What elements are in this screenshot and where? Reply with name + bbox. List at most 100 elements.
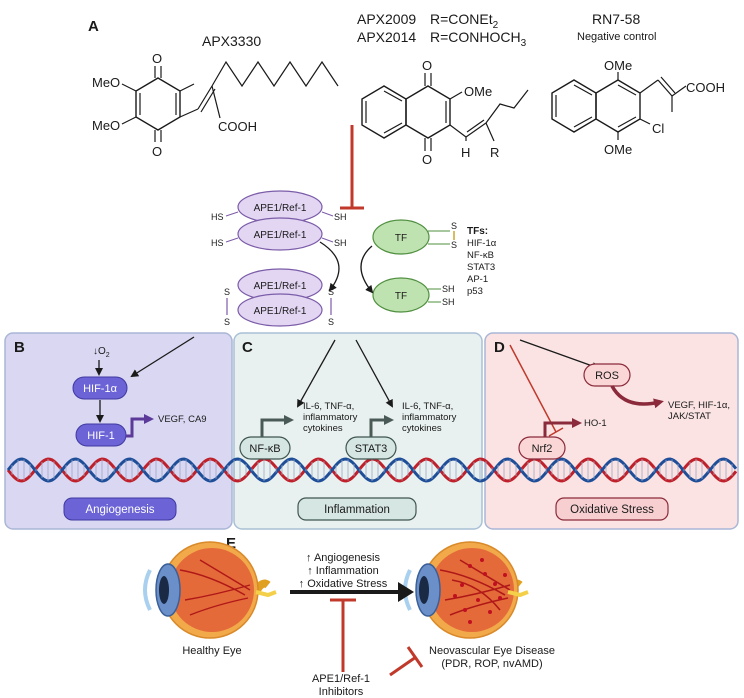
o2-label: ↓O2	[93, 346, 110, 359]
nfkb-pill	[239, 436, 291, 460]
apx2009-o-bottom: O	[422, 152, 432, 167]
apx2009-r: R=CONEt2	[430, 11, 499, 31]
ape1-label-1: APE1/Ref-1	[254, 203, 307, 214]
angiogenesis-caption: Angiogenesis	[85, 504, 154, 516]
ape1-sh-1: SH	[334, 212, 347, 222]
apx3330-cooh: COOH	[218, 119, 257, 134]
neovascular-eye-illustration	[403, 541, 529, 639]
rn7-58-ome-top: OMe	[604, 58, 632, 73]
redox-cycle: APE1/Ref-1 APE1/Ref-1 HS HS SH SH APE1/R…	[211, 190, 497, 327]
tfs-title: TFs:	[467, 226, 488, 237]
apx2009-name: APX2009	[357, 11, 416, 27]
panel-b-content: ↓O2 HIF-1α HIF-1 VEGF, CA9 Angiogenesis	[63, 336, 207, 521]
tf-sh-2: SH	[442, 297, 455, 307]
apx2009-h: H	[461, 145, 470, 160]
tf-sh-1: SH	[442, 284, 455, 294]
cytokines-2-line-2: inflammatory	[402, 412, 457, 423]
panel-label-b: B	[14, 339, 25, 356]
apx3330-structure: APX3330 O O MeO MeO COOH	[92, 33, 339, 159]
nrf2-label: Nrf2	[532, 443, 553, 455]
hif1a-pill	[72, 376, 128, 400]
ape1-label-2: APE1/Ref-1	[254, 230, 307, 241]
ape1-oval-4	[237, 293, 323, 327]
hif1-label: HIF-1	[87, 430, 115, 442]
cytokines-1-line-1: IL-6, TNF-α,	[303, 401, 354, 412]
apx2014-r: R=CONHOCH3	[430, 29, 527, 49]
oxidative-stress-caption: Oxidative Stress	[570, 504, 654, 516]
inflammation-caption: Inflammation	[324, 504, 390, 516]
panel-label-a: A	[88, 18, 99, 35]
effect-inflammation: ↑ Inflammation	[307, 565, 379, 577]
tf-s-1: S	[451, 221, 457, 231]
apx3330-name: APX3330	[202, 33, 261, 49]
rn7-58-ome-bottom: OMe	[604, 142, 632, 157]
apx3330-meo-top: MeO	[92, 75, 120, 90]
ape1-label-3: APE1/Ref-1	[254, 281, 307, 292]
panel-label-e: E	[226, 535, 236, 552]
disease-label-line-2: (PDR, ROP, nvAMD)	[441, 658, 542, 670]
effect-oxidative-stress: ↑ Oxidative Stress	[299, 578, 388, 590]
stat3-label: STAT3	[355, 443, 388, 455]
ape1-label-4: APE1/Ref-1	[254, 306, 307, 317]
ros-targets-line-2: JAK/STAT	[668, 411, 711, 422]
apx2009-structure: APX2009 R=CONEt2 APX2014 R=CONHOCH3 O O …	[357, 11, 529, 167]
cytokines-2-line-3: cytokines	[402, 423, 442, 434]
apx2009-o-top: O	[422, 58, 432, 73]
ros-label: ROS	[595, 370, 619, 382]
rn7-58-subtitle: Negative control	[577, 31, 657, 43]
tfs-item-5: p53	[467, 286, 483, 297]
oxidative-stress-caption-box	[555, 497, 669, 521]
healthy-eye-illustration	[143, 541, 277, 639]
inhibitor-lines	[330, 598, 424, 677]
ros-targets-line-1: VEGF, HIF-1α,	[668, 400, 730, 411]
apx3330-o-bottom: O	[152, 144, 162, 159]
nrf2-pill	[518, 436, 566, 460]
tfs-item-4: AP-1	[467, 274, 488, 285]
ape1-s-4: S	[328, 317, 334, 327]
tf-reduced	[372, 277, 430, 313]
nfkb-label: NF-κB	[249, 443, 280, 455]
inhibition-line-top	[340, 125, 364, 210]
healthy-eye-label: Healthy Eye	[182, 645, 241, 657]
ho1-label: HO-1	[584, 418, 607, 429]
ape1-oval-2	[237, 217, 323, 251]
apx2009-ome: OMe	[464, 84, 492, 99]
tf-label-1: TF	[395, 233, 407, 244]
panel-d-content: ROS VEGF, HIF-1α, JAK/STAT Nrf2 HO-1 Oxi…	[509, 339, 730, 521]
hif1-targets: VEGF, CA9	[158, 414, 207, 425]
rn7-58-structure: RN7-58 Negative control OMe OMe Cl COOH	[551, 11, 725, 157]
ape1-s-2: S	[224, 317, 230, 327]
apx2009-r-group: R	[490, 145, 499, 160]
cytokines-1-line-3: cytokines	[303, 423, 343, 434]
panel-c-content: IL-6, TNF-α, inflammatory cytokines IL-6…	[239, 339, 457, 521]
ape1-s-3: S	[328, 287, 334, 297]
tfs-item-1: HIF-1α	[467, 238, 497, 249]
tf-s-2: S	[451, 240, 457, 250]
rn7-58-cl: Cl	[652, 121, 664, 136]
ape1-hs-2: HS	[211, 238, 224, 248]
tfs-item-3: STAT3	[467, 262, 495, 273]
ape1-sh-2: SH	[334, 238, 347, 248]
angiogenesis-caption-box	[63, 497, 177, 521]
hif1a-label: HIF-1α	[83, 383, 118, 395]
inhibitors-label-line-1: APE1/Ref-1	[312, 673, 370, 685]
ros-pill	[583, 363, 631, 387]
disease-label-line-1: Neovascular Eye Disease	[429, 645, 555, 657]
inhibitors-label-line-2: Inhibitors	[319, 686, 364, 698]
tf-label-2: TF	[395, 291, 407, 302]
apx3330-o-top: O	[152, 51, 162, 66]
panel-label-c: C	[242, 339, 253, 356]
tf-oxidized	[372, 219, 430, 255]
cytokines-1-line-2: inflammatory	[303, 412, 358, 423]
apx2014-name: APX2014	[357, 29, 416, 45]
cytokines-2-line-1: IL-6, TNF-α,	[402, 401, 453, 412]
effect-angiogenesis: ↑ Angiogenesis	[306, 552, 380, 564]
apx3330-meo-bottom: MeO	[92, 118, 120, 133]
inflammation-caption-box	[297, 497, 417, 521]
ape1-hs-1: HS	[211, 212, 224, 222]
progression-arrow	[290, 582, 414, 602]
ape1-s-1: S	[224, 287, 230, 297]
panel-label-d: D	[494, 339, 505, 356]
rn7-58-cooh: COOH	[686, 80, 725, 95]
